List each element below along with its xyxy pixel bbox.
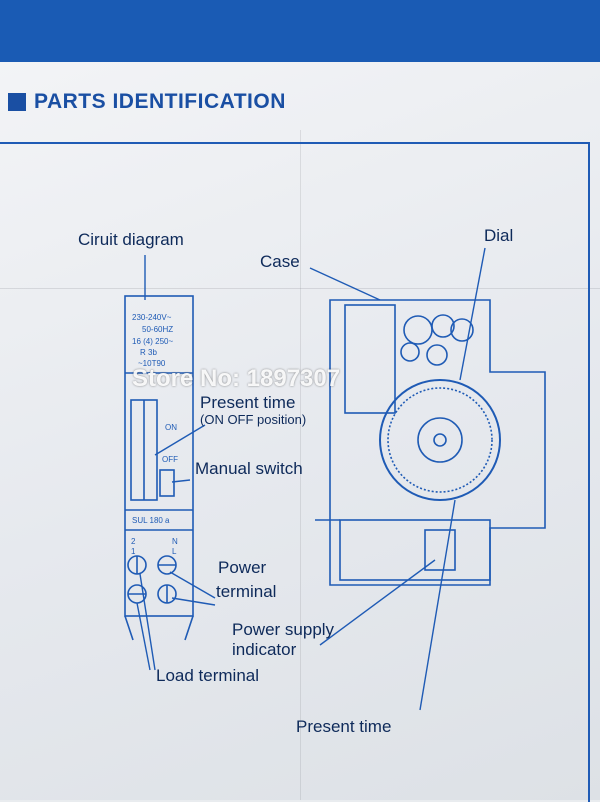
leader-power-indicator — [319, 559, 436, 646]
label-power-terminal-line1: Power — [218, 558, 267, 577]
rail-clip-right — [184, 615, 194, 641]
diagram-frame — [0, 142, 590, 802]
gear-1 — [403, 315, 433, 345]
gear-4 — [400, 342, 420, 362]
leader-load-a — [136, 602, 151, 671]
label-load-terminal: Load terminal — [156, 666, 260, 685]
paper-fold-horizontal — [0, 288, 600, 289]
leader-present-time-dial — [419, 499, 456, 711]
label-power-supply-line1: Power supply — [232, 620, 335, 639]
rating-text-3: 16 (4) 250~ — [132, 337, 173, 346]
dial-outer-ring — [379, 379, 501, 501]
label-on-off-position: (ON OFF position) — [200, 412, 307, 427]
leader-power-terminal-b — [171, 597, 216, 606]
section-header: PARTS IDENTIFICATION — [8, 90, 286, 114]
gear-3 — [450, 318, 474, 342]
leader-lines — [136, 247, 486, 711]
leader-load-b — [139, 573, 156, 671]
leader-dial — [459, 247, 486, 381]
rail-clip-left — [124, 615, 134, 641]
top-blue-band — [0, 0, 600, 62]
power-indicator-block — [424, 529, 456, 571]
terminal-n-label: N — [172, 537, 178, 546]
label-manual-switch: Manual switch — [195, 459, 303, 478]
dial-center-pin — [433, 433, 447, 447]
device-face-text: 230-240V~ 50-60HZ 16 (4) 250~ R 3b ~10T9… — [131, 313, 178, 556]
label-power-terminal-line2: terminal — [216, 582, 277, 601]
on-text: ON — [165, 423, 177, 432]
label-case: Case — [260, 252, 300, 271]
mechanism-base-block — [339, 519, 491, 581]
terminal-2-label: 2 — [131, 537, 136, 546]
mechanism-case — [329, 299, 546, 586]
rating-text-5: ~10T90 — [138, 359, 166, 368]
din-timer-device — [124, 295, 194, 641]
label-dial: Dial — [484, 226, 514, 245]
label-present-time-dial: Present time — [296, 717, 392, 736]
dial-center-hub — [417, 417, 463, 463]
square-bullet-icon — [8, 93, 26, 111]
timer-manual-switch — [159, 469, 175, 497]
timer-body — [124, 295, 194, 617]
leader-manual-switch — [171, 479, 191, 483]
dial-segment-ring — [387, 387, 493, 493]
label-circuit-diagram: Ciruit diagram — [78, 230, 184, 249]
leader-case — [309, 267, 381, 301]
terminal-l-label: L — [172, 547, 177, 556]
gear-5 — [426, 344, 448, 366]
label-power-supply-line2: indicator — [232, 640, 297, 659]
leader-present-time — [154, 424, 206, 456]
off-text: OFF — [162, 455, 178, 464]
store-watermark: Store No: 1897307 — [132, 365, 341, 392]
timer-mechanism — [315, 299, 546, 586]
rating-text-1: 230-240V~ — [132, 313, 172, 322]
model-text: SUL 180 a — [132, 516, 170, 525]
gear-2 — [431, 314, 455, 338]
terminal-1-label: 1 — [131, 547, 136, 556]
rating-text-4: R 3b — [140, 348, 157, 357]
paper-fold-vertical — [300, 130, 301, 800]
label-present-time: Present time — [200, 393, 296, 412]
section-title: PARTS IDENTIFICATION — [34, 90, 286, 113]
mechanism-gear-housing — [344, 304, 396, 414]
leader-power-terminal-a — [169, 571, 216, 599]
rating-text-2: 50-60HZ — [142, 325, 173, 334]
